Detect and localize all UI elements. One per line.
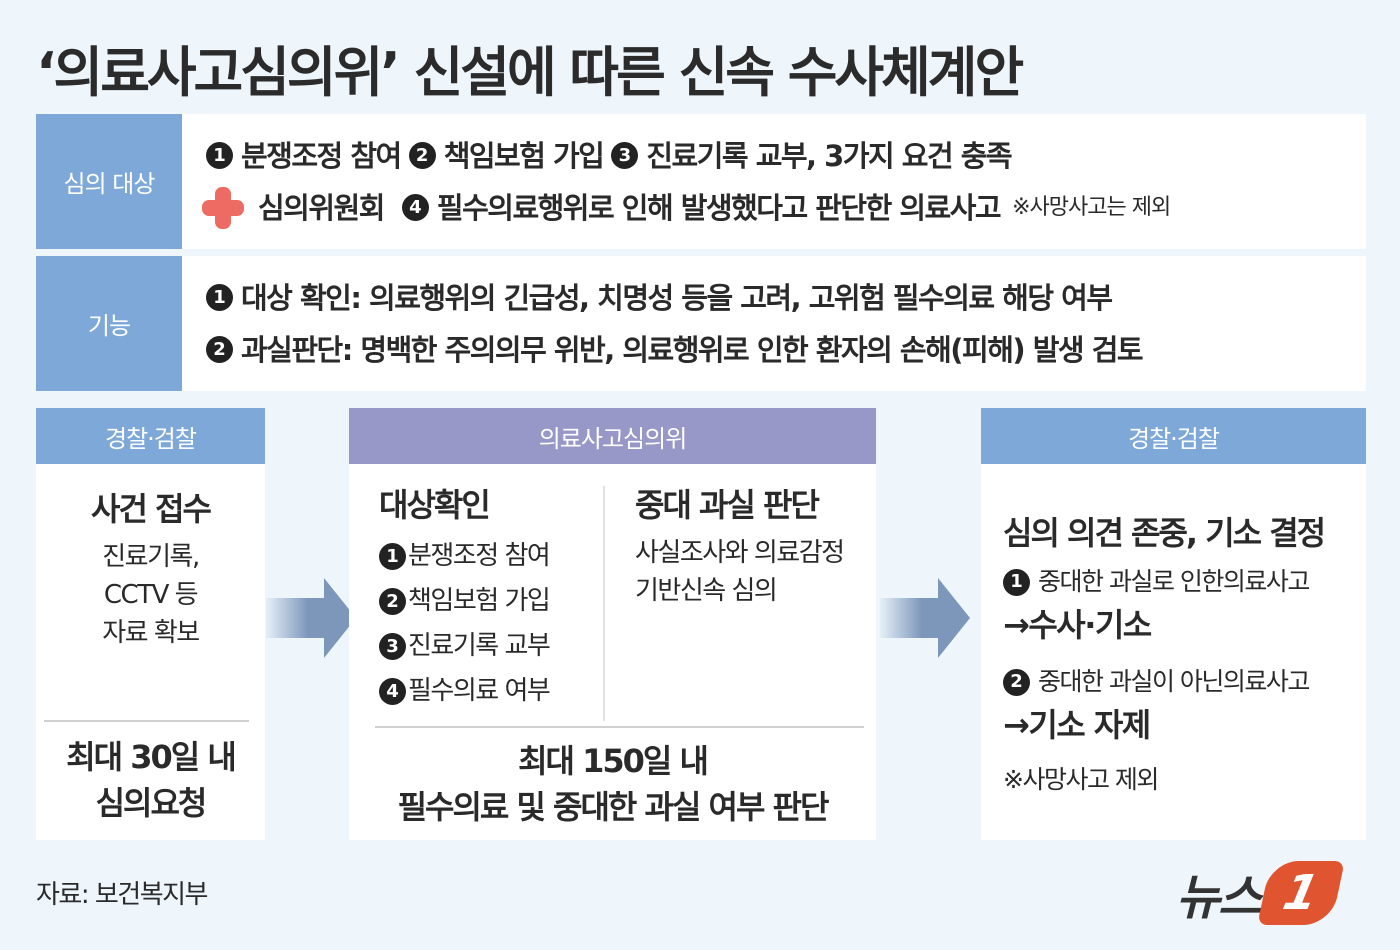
negligence-desc: 사실조사와 의료감정 (635, 538, 845, 568)
detail-line: 자료 확보 (102, 618, 200, 648)
news1-logo: 뉴스 1 (1176, 858, 1346, 928)
step3-body: 심의 의견 존중, 기소 결정 1 중대한 과실로 인한의료사고 →수사·기소 2… (1003, 508, 1363, 796)
subject-item: 필수의료행위로 인해 발생했다고 판단한 의료사고 (436, 190, 1002, 225)
item-text: 중대한 과실이 아닌의료사고 (1038, 667, 1310, 696)
footer-line: 최대 150일 내 (518, 742, 709, 780)
logo-mark-icon: 1 (1257, 861, 1346, 925)
divider (375, 726, 864, 728)
functions-content: 1 대상 확인: 의료행위의 긴급성, 치명성 등을 고려, 고위험 필수의료 … (182, 256, 1366, 391)
subject-item: 진료기록 교부, 3가지 요건 충족 (646, 138, 1012, 173)
step1-details: 진료기록, CCTV 등 자료 확보 (36, 538, 265, 652)
footer-line: 최대 30일 내 (66, 738, 237, 776)
number-1-icon: 1 (206, 284, 233, 311)
step2-footer: 최대 150일 내 필수의료 및 중대한 과실 여부 판단 (349, 738, 876, 830)
divider (44, 720, 249, 722)
page-title: ‘의료사고심의위’ 신설에 따른 신속 수사체계안 (36, 41, 1024, 104)
logo-text: 뉴스 (1176, 870, 1262, 926)
item-text: 책임보험 가입 (408, 586, 551, 616)
step1-footer: 최대 30일 내 심의요청 (36, 734, 265, 826)
detail-line: 진료기록, (102, 542, 200, 572)
step1-panel: 경찰·검찰 사건 접수 진료기록, CCTV 등 자료 확보 최대 30일 내 … (36, 408, 265, 840)
decision-item: 2 중대한 과실이 아닌의료사고 (1003, 662, 1363, 702)
function-item: 2 과실판단: 명백한 주의의무 위반, 의료행위로 인한 환자의 손해(피해)… (206, 324, 1366, 376)
subjects-label: 심의 대상 (36, 114, 182, 249)
step1-title: 사건 접수 (91, 490, 212, 528)
number-1-icon: 1 (379, 543, 406, 570)
subject-item: 분쟁조정 참여 (241, 138, 402, 173)
vertical-divider (603, 486, 605, 721)
number-3-icon: 3 (611, 142, 639, 169)
subject-item: 책임보험 가입 (443, 138, 605, 173)
step3-panel: 경찰·검찰 심의 의견 존중, 기소 결정 1 중대한 과실로 인한의료사고 →수… (981, 408, 1366, 840)
item-text: 필수의료 여부 (408, 676, 551, 706)
footer-line: 필수의료 및 중대한 과실 여부 판단 (397, 788, 830, 826)
number-2-icon: 2 (379, 588, 406, 615)
exclusion-note: ※사망사고는 제외 (1012, 194, 1171, 220)
subjects-line-1: 1 분쟁조정 참여 2 책임보험 가입 3 진료기록 교부, 3가지 요건 충족 (206, 130, 1366, 182)
exclusion-note: ※사망사고 제외 (1003, 765, 1159, 794)
decision-result: →기소 자제 (1003, 706, 1151, 744)
function-text: 과실판단: 명백한 주의의무 위반, 의료행위로 인한 환자의 손해(피해) 발… (241, 332, 1144, 367)
function-text: 대상 확인: 의료행위의 긴급성, 치명성 등을 고려, 고위험 필수의료 해당… (241, 280, 1113, 315)
function-item: 1 대상 확인: 의료행위의 긴급성, 치명성 등을 고려, 고위험 필수의료 … (206, 272, 1366, 324)
subjects-row: 심의 대상 1 분쟁조정 참여 2 책임보험 가입 3 진료기록 교부, 3가지… (36, 114, 1366, 249)
number-1-icon: 1 (1003, 568, 1030, 596)
decision-item: 1 중대한 과실로 인한의료사고 (1003, 562, 1363, 602)
number-3-icon: 3 (379, 633, 406, 660)
negligence-desc: 기반신속 심의 (635, 576, 778, 606)
negligence-column: 중대 과실 판단 사실조사와 의료감정 기반신속 심의 (635, 480, 875, 610)
number-1-icon: 1 (206, 142, 233, 169)
detail-line: CCTV 등 (103, 580, 199, 610)
number-2-icon: 2 (408, 142, 436, 169)
step2-header: 의료사고심의위 (349, 408, 876, 464)
arrow-right-icon (880, 578, 970, 658)
decision-result: →수사·기소 (1003, 606, 1152, 644)
number-4-icon: 4 (401, 194, 429, 221)
step1-header: 경찰·검찰 (36, 408, 265, 464)
source-credit: 자료: 보건복지부 (36, 880, 208, 910)
functions-label: 기능 (36, 256, 182, 391)
subjects-line-2: 심의위원회 4 필수의료행위로 인해 발생했다고 판단한 의료사고 ※사망사고는… (202, 182, 1366, 234)
item-text: 분쟁조정 참여 (408, 541, 551, 571)
number-4-icon: 4 (379, 678, 406, 705)
target-check-title: 대상확인 (379, 486, 491, 524)
negligence-title: 중대 과실 판단 (635, 486, 820, 524)
step3-header: 경찰·검찰 (981, 408, 1366, 464)
item-text: 중대한 과실로 인한의료사고 (1038, 567, 1310, 596)
red-cross-icon (200, 185, 246, 231)
number-2-icon: 2 (206, 336, 233, 363)
subjects-content: 1 분쟁조정 참여 2 책임보험 가입 3 진료기록 교부, 3가지 요건 충족… (182, 114, 1366, 249)
footer-line: 심의요청 (95, 784, 208, 822)
functions-row: 기능 1 대상 확인: 의료행위의 긴급성, 치명성 등을 고려, 고위험 필수… (36, 256, 1366, 391)
item-text: 진료기록 교부 (408, 631, 551, 661)
committee-label: 심의위원회 (258, 190, 385, 225)
number-2-icon: 2 (1003, 668, 1030, 696)
arrow-right-icon (266, 578, 356, 658)
step3-title: 심의 의견 존중, 기소 결정 (1003, 514, 1326, 552)
